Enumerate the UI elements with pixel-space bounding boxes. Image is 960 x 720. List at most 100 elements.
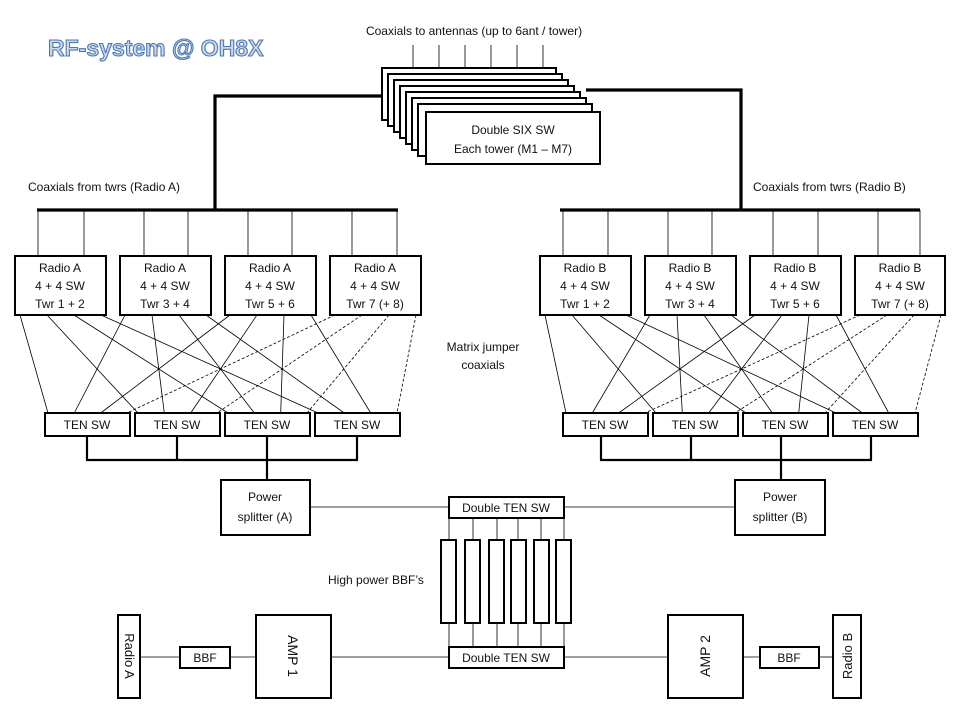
matrix-jumper-line <box>73 314 126 414</box>
svg-text:Radio A: Radio A <box>39 261 81 275</box>
svg-text:Radio B: Radio B <box>669 261 712 275</box>
matrix-jumper-line <box>703 314 773 414</box>
matrix-jumper-line <box>824 314 915 414</box>
matrix-jumper-line <box>178 314 255 414</box>
matrix-jumpers-b <box>544 314 942 414</box>
svg-text:splitter (A): splitter (A) <box>238 510 293 524</box>
svg-text:4 + 4 SW: 4 + 4 SW <box>140 279 190 293</box>
amp1-box: AMP 1 <box>255 614 332 699</box>
double-ten-sw-bottom: Double TEN SW <box>448 646 565 669</box>
svg-text:Twr 3 + 4: Twr 3 + 4 <box>140 297 190 311</box>
matrix-jumper-line <box>544 314 567 414</box>
svg-text:AMP 2: AMP 2 <box>697 635 713 677</box>
radio-a-switch-2: Radio A 4 + 4 SW Twr 3 + 4 <box>119 255 212 316</box>
high-power-bbf-label: High power BBF’s <box>328 573 424 587</box>
matrix-jumpers-a <box>19 314 417 414</box>
matrix-jumper-line <box>798 314 810 414</box>
matrix-jumper-line <box>914 314 942 414</box>
matrix-jumper-line <box>100 314 231 414</box>
svg-text:AMP 1: AMP 1 <box>285 635 301 677</box>
svg-text:TEN SW: TEN SW <box>582 418 629 432</box>
matrix-jumper-line <box>19 314 49 414</box>
ten-sw-a-1: TEN SW <box>44 412 131 437</box>
matrix-jumper-line <box>310 314 372 414</box>
six-sw-line2: Each tower (M1 – M7) <box>454 142 572 156</box>
svg-text:splitter (B): splitter (B) <box>753 510 808 524</box>
power-splitter-a: Power splitter (A) <box>220 479 311 536</box>
bbf-left: BBF <box>179 646 231 669</box>
ten-sw-a-4: TEN SW <box>314 412 401 437</box>
svg-text:BBF: BBF <box>777 651 800 665</box>
svg-text:Twr 7 (+ 8): Twr 7 (+ 8) <box>346 297 404 311</box>
svg-text:TEN SW: TEN SW <box>762 418 809 432</box>
radio-a-switch-3: Radio A 4 + 4 SW Twr 5 + 6 <box>224 255 317 316</box>
ten-sw-b-1: TEN SW <box>562 412 649 437</box>
svg-text:Twr 5 + 6: Twr 5 + 6 <box>770 297 820 311</box>
svg-text:4 + 4 SW: 4 + 4 SW <box>245 279 295 293</box>
svg-text:TEN SW: TEN SW <box>334 418 381 432</box>
coax-antennas-label: Coaxials to antennas (up to 6ant / tower… <box>366 24 582 38</box>
matrix-jumper-line <box>591 314 651 414</box>
ten-sw-b-2: TEN SW <box>652 412 739 437</box>
svg-text:4 + 4 SW: 4 + 4 SW <box>560 279 610 293</box>
matrix-jumper-line <box>216 314 363 414</box>
svg-text:Twr 5 + 6: Twr 5 + 6 <box>245 297 295 311</box>
matrix-jumper-line <box>598 314 747 414</box>
stack-to-bus-b <box>586 88 743 210</box>
svg-text:Double TEN SW: Double TEN SW <box>462 651 550 665</box>
svg-text:Radio A: Radio A <box>354 261 396 275</box>
high-power-bbf-filters <box>440 518 572 647</box>
power-splitter-b: Power splitter (B) <box>734 479 826 536</box>
ten-sw-b-combiner <box>599 436 873 480</box>
ten-sw-b-4: TEN SW <box>832 412 919 437</box>
svg-text:4 + 4 SW: 4 + 4 SW <box>35 279 85 293</box>
ten-sw-b-3: TEN SW <box>742 412 829 437</box>
matrix-jumper-line <box>644 314 861 414</box>
svg-text:TEN SW: TEN SW <box>244 418 291 432</box>
svg-text:Double TEN SW: Double TEN SW <box>462 501 550 515</box>
svg-text:4 + 4 SW: 4 + 4 SW <box>875 279 925 293</box>
svg-text:Power: Power <box>763 490 797 504</box>
radio-a-switch-4: Radio A 4 + 4 SW Twr 7 (+ 8) <box>329 255 422 316</box>
coax-radio-a-label: Coaxials from twrs (Radio A) <box>28 180 180 194</box>
six-sw-line1: Double SIX SW <box>471 123 555 137</box>
svg-text:Twr 1 + 2: Twr 1 + 2 <box>560 297 610 311</box>
six-sw-stack: Double SIX SW Each tower (M1 – M7) <box>381 67 601 165</box>
svg-text:Radio A: Radio A <box>249 261 291 275</box>
coax-radio-b-label: Coaxials from twrs (Radio B) <box>753 180 906 194</box>
radio-b-switch-4: Radio B 4 + 4 SW Twr 7 (+ 8) <box>854 255 946 316</box>
svg-text:4 + 4 SW: 4 + 4 SW <box>770 279 820 293</box>
bus-b-drops <box>562 210 921 256</box>
svg-text:4 + 4 SW: 4 + 4 SW <box>350 279 400 293</box>
matrix-jumper-line <box>100 314 319 414</box>
svg-text:Radio B: Radio B <box>564 261 607 275</box>
stack-to-bus-a <box>213 94 382 210</box>
radio-b-switch-2: Radio B 4 + 4 SW Twr 3 + 4 <box>644 255 737 316</box>
radio-a-switch-1: Radio A 4 + 4 SW Twr 1 + 2 <box>14 255 107 316</box>
svg-text:TEN SW: TEN SW <box>64 418 111 432</box>
matrix-jumper-line <box>708 314 783 414</box>
svg-text:Radio A: Radio A <box>122 633 137 679</box>
matrix-label-line1: Matrix jumper <box>447 340 520 354</box>
radio-a-box: Radio A <box>117 614 141 699</box>
matrix-jumper-line <box>306 314 390 414</box>
double-six-sw-box <box>425 111 601 165</box>
diagram-title: RF-system @ OH8X <box>48 35 264 61</box>
ten-sw-a-combiner <box>85 436 359 480</box>
matrix-jumper-line <box>571 314 657 414</box>
ten-sw-a-2: TEN SW <box>134 412 221 437</box>
matrix-jumper-line <box>46 314 139 414</box>
svg-text:TEN SW: TEN SW <box>852 418 899 432</box>
matrix-jumper-line <box>625 314 837 414</box>
radio-b-switch-3: Radio B 4 + 4 SW Twr 5 + 6 <box>749 255 842 316</box>
ten-sw-a-3: TEN SW <box>224 412 311 437</box>
matrix-jumper-line <box>618 314 756 414</box>
matrix-jumper-line <box>205 314 345 414</box>
matrix-jumper-line <box>730 314 863 414</box>
svg-text:Radio B: Radio B <box>840 633 855 679</box>
svg-text:BBF: BBF <box>193 651 216 665</box>
bus-a-drops <box>37 210 398 256</box>
svg-text:Twr 1 + 2: Twr 1 + 2 <box>35 297 85 311</box>
matrix-jumper-line <box>835 314 890 414</box>
